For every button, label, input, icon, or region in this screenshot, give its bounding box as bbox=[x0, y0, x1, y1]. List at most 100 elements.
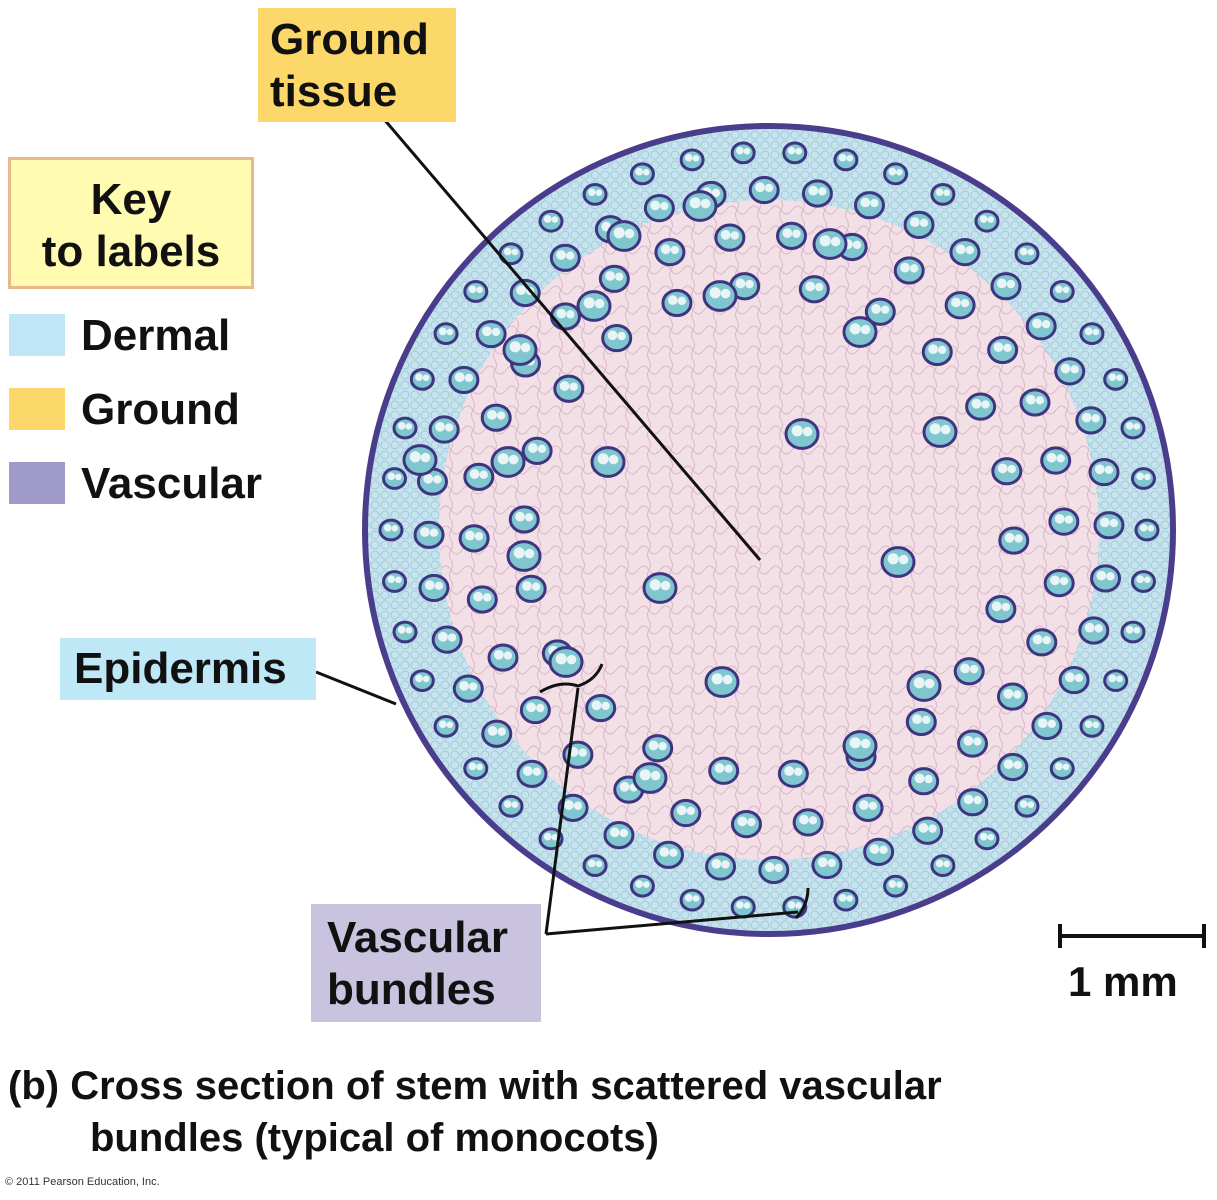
vascular-bundle-vessel bbox=[649, 579, 661, 591]
vascular-bundle bbox=[1088, 457, 1120, 487]
vascular-bundle bbox=[863, 837, 895, 866]
vascular-bundle bbox=[704, 666, 740, 698]
epidermis-label: Epidermis bbox=[60, 638, 316, 700]
vascular-bundle bbox=[480, 403, 512, 432]
vascular-bundle-vessel bbox=[444, 423, 454, 432]
vascular-bundle-vessel bbox=[1139, 523, 1148, 532]
vascular-bundle-vessel bbox=[487, 409, 497, 420]
vascular-bundle bbox=[458, 524, 490, 553]
vascular-bundle-vessel bbox=[791, 425, 803, 437]
vascular-bundle-vessel bbox=[711, 858, 722, 869]
vascular-bundle bbox=[409, 669, 435, 692]
ground-tissue-label: Ground tissue bbox=[258, 8, 456, 122]
vascular-bundle-vessel bbox=[595, 860, 603, 868]
vascular-bundle bbox=[905, 707, 937, 737]
vascular-bundle-vessel bbox=[735, 278, 746, 289]
vascular-bundle bbox=[502, 334, 538, 366]
vascular-bundle-vessel bbox=[1060, 363, 1071, 374]
vascular-bundle bbox=[1014, 794, 1040, 818]
vascular-bundle-vessel bbox=[409, 451, 421, 463]
vascular-bundle-vessel bbox=[578, 748, 587, 757]
vascular-bundle-vessel bbox=[747, 817, 756, 827]
vascular-bundle bbox=[448, 365, 480, 395]
vascular-bundle-vessel bbox=[429, 528, 439, 537]
vascular-bundle bbox=[1031, 711, 1063, 741]
vascular-bundle-vessel bbox=[660, 244, 671, 255]
scale-bar bbox=[1058, 924, 1206, 948]
vascular-bundle-vessel bbox=[1046, 452, 1057, 463]
vascular-bundle bbox=[777, 759, 809, 788]
vascular-bundle bbox=[985, 595, 1017, 624]
vascular-bundle bbox=[382, 570, 408, 593]
ground-tissue-leader bbox=[381, 117, 762, 561]
leader-lines bbox=[315, 117, 810, 936]
vascular-bundle-vessel bbox=[1144, 473, 1151, 481]
vascular-bundle-vessel bbox=[1027, 801, 1035, 808]
vascular-bundle-vessel bbox=[714, 763, 725, 773]
vascular-bundle-vessel bbox=[591, 700, 602, 711]
vascular-bundle-vessel bbox=[433, 475, 442, 484]
vascular-bundle-vessel bbox=[476, 286, 483, 294]
vascular-bundle-vessel bbox=[1099, 517, 1110, 528]
vascular-bundle-vessel bbox=[1055, 762, 1063, 771]
vascular-bundle-vessel bbox=[660, 580, 671, 591]
vascular-bundle-vessel bbox=[642, 881, 650, 888]
vascular-bundle bbox=[553, 374, 585, 403]
vascular-bundle-vessel bbox=[808, 185, 819, 196]
vascular-bundle bbox=[498, 794, 524, 818]
vascular-bundle-vessel bbox=[608, 454, 619, 465]
vascular-bundle-vessel bbox=[468, 762, 477, 771]
vascular-bundle-vessel bbox=[991, 601, 1002, 612]
vascular-bundle-vessel bbox=[1003, 343, 1012, 353]
vascular-bundle-vessel bbox=[1092, 721, 1100, 729]
vascular-bundle-vessel bbox=[493, 649, 504, 660]
vascular-bundle bbox=[1090, 564, 1122, 593]
vascular-bundle-vessel bbox=[1125, 625, 1134, 634]
vascular-bundle bbox=[1103, 368, 1129, 391]
vascular-bundle-vessel bbox=[415, 373, 423, 382]
vascular-bundle-vessel bbox=[528, 443, 538, 453]
vascular-bundle bbox=[548, 646, 584, 678]
vascular-bundle-vessel bbox=[536, 703, 545, 713]
vascular-bundle bbox=[949, 238, 981, 267]
vascular-bundle bbox=[953, 657, 985, 686]
vascular-bundle bbox=[965, 392, 997, 421]
vascular-bundle-vessel bbox=[870, 198, 879, 208]
vascular-bundle bbox=[585, 693, 617, 723]
vascular-bundle-vessel bbox=[1003, 759, 1014, 770]
vascular-bundle bbox=[708, 756, 740, 785]
vascular-bundle-vessel bbox=[745, 279, 754, 289]
vascular-bundle bbox=[1075, 406, 1107, 435]
vascular-bundle-vessel bbox=[446, 721, 454, 729]
vascular-bundle-vessel bbox=[736, 146, 744, 155]
vascular-bundle bbox=[912, 816, 944, 845]
vascular-bundle-vessel bbox=[482, 593, 492, 602]
vascular-bundle-vessel bbox=[921, 715, 931, 725]
vascular-bundle bbox=[452, 674, 484, 703]
vascular-bundle-vessel bbox=[1104, 465, 1114, 475]
vascular-bundle bbox=[481, 719, 513, 748]
vascular-bundle-vessel bbox=[720, 288, 731, 299]
vascular-bundle-vessel bbox=[849, 737, 861, 749]
vascular-bundle bbox=[1130, 467, 1156, 490]
vascular-bundle bbox=[682, 190, 718, 222]
vascular-bundle-vessel bbox=[503, 247, 512, 256]
vascular-bundle bbox=[378, 518, 404, 542]
vascular-bundle-vessel bbox=[405, 627, 413, 634]
vascular-bundle-vessel bbox=[1094, 624, 1103, 633]
vascular-bundle-vessel bbox=[764, 183, 774, 193]
vascular-bundle bbox=[487, 643, 519, 672]
vascular-bundle-vessel bbox=[619, 781, 630, 792]
vascular-bundle bbox=[629, 874, 655, 898]
vascular-bundle bbox=[853, 191, 885, 220]
vascular-bundle bbox=[1134, 518, 1160, 542]
vascular-bundle bbox=[506, 540, 542, 572]
vascular-bundle-vessel bbox=[817, 857, 828, 868]
vascular-bundle-vessel bbox=[1047, 719, 1056, 729]
vascular-bundle-vessel bbox=[912, 714, 922, 725]
vascular-bundle bbox=[466, 585, 498, 614]
vascular-bundle-vessel bbox=[709, 287, 721, 299]
vascular-bundle-vessel bbox=[689, 197, 701, 209]
vascular-bundle-vessel bbox=[422, 675, 430, 683]
